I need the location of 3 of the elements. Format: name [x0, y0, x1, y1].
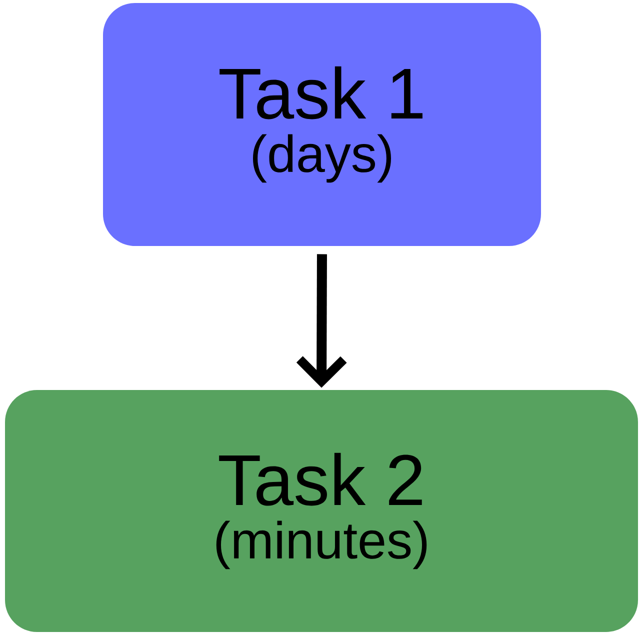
- arrow: [296, 254, 347, 388]
- task-box: Task 1 (days): [103, 3, 541, 246]
- task-box: Task 2 (minutes): [5, 390, 638, 632]
